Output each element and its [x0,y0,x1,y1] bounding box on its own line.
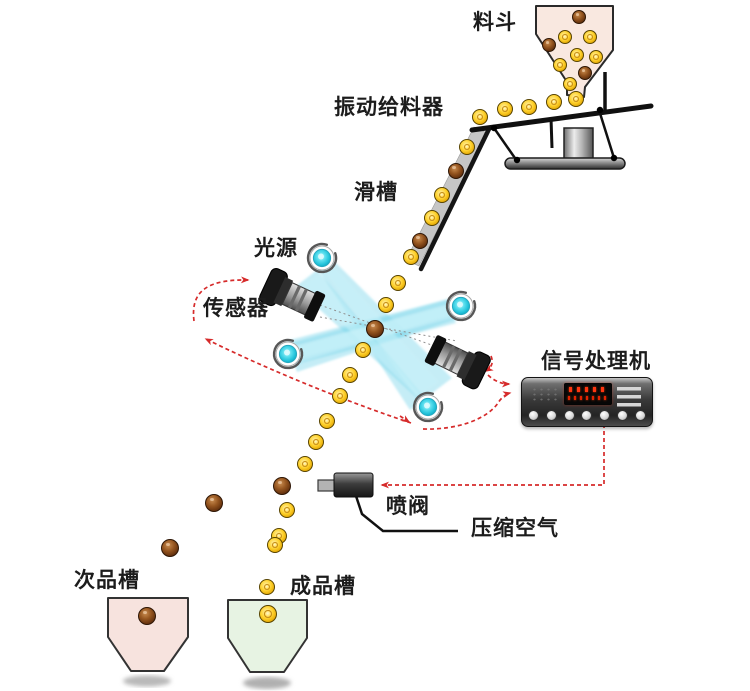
hopper-label: 料斗 [473,11,517,34]
light-beams [280,262,463,412]
feeder-label: 振动给料器 [334,96,444,119]
reject-bin [107,597,189,672]
reject-chute-label: 次品槽 [74,569,140,592]
processor-button [563,410,575,421]
sensor-label: 传感器 [203,297,269,320]
accept-chute-label: 成品槽 [290,575,356,598]
light-source-bottom [412,391,444,423]
processor-buttons [528,409,646,422]
vent-dots [531,387,559,402]
chute [405,126,492,272]
chute-label: 滑槽 [354,181,398,204]
sight-lines [319,304,458,353]
processor-button [581,410,593,421]
led-display [564,383,612,405]
processor-button [545,410,557,421]
processor-button [634,410,646,421]
light-source-right [445,290,477,322]
light-source-label: 光源 [254,237,298,260]
processor-button [599,410,611,421]
signal-processor-device [521,377,653,427]
vent-bars [617,387,641,407]
spray-valve-label: 喷阀 [386,495,430,518]
vibrating-feeder [469,72,654,170]
signal-flow-arrows [192,276,605,489]
compressed-air-label: 压缩空气 [471,517,559,540]
hopper [535,5,614,98]
signal-processor-label: 信号处理机 [541,350,651,373]
light-source-top [306,242,338,274]
processor-button [528,410,539,421]
processor-button [617,410,629,421]
accept-bin [227,599,308,673]
spray-valve [317,472,458,533]
